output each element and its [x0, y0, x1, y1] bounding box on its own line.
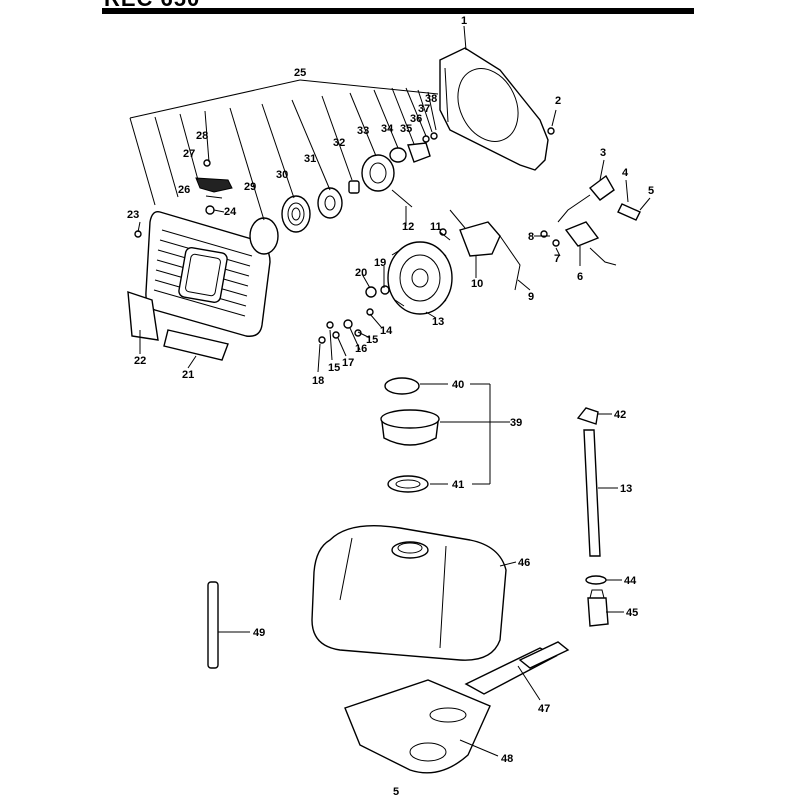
page-number: 5	[393, 786, 400, 798]
starter-cover-part	[145, 211, 271, 337]
callout-31: 31	[304, 153, 316, 165]
callout-49: 49	[253, 627, 265, 639]
leader-lines	[129, 79, 651, 757]
ignition-coil-part	[449, 209, 521, 291]
callout-3: 3	[600, 147, 606, 159]
callout-14: 14	[380, 325, 393, 337]
callout-15-a: 15	[366, 334, 378, 346]
tube-part	[207, 581, 219, 669]
callout-labels: 1 2 3 4 5 6 7 8 9 10 11 12 13 13 14 15 1…	[127, 15, 654, 765]
callout-8: 8	[528, 231, 534, 243]
callout-5: 5	[648, 185, 654, 197]
screw-parts	[134, 127, 555, 344]
callout-44: 44	[624, 575, 637, 587]
callout-20: 20	[355, 267, 367, 279]
starter-handle-part	[195, 159, 233, 215]
callout-47: 47	[538, 703, 550, 715]
tank-tray-part	[344, 679, 491, 774]
flywheel-part	[387, 241, 453, 315]
callout-22: 22	[134, 355, 146, 367]
callout-17: 17	[342, 357, 354, 369]
callout-21: 21	[182, 369, 194, 381]
decal-strip-part	[163, 329, 229, 361]
callout-2: 2	[555, 95, 561, 107]
callout-18: 18	[312, 375, 324, 387]
callout-46: 46	[518, 557, 530, 569]
callout-25: 25	[294, 67, 306, 79]
fuel-tank-part	[311, 525, 507, 661]
ratchet-parts	[389, 132, 438, 163]
callout-41: 41	[452, 479, 464, 491]
fuel-cap-parts	[380, 377, 440, 493]
label-plate-part	[127, 290, 159, 341]
callout-13-flywheel: 13	[432, 316, 444, 328]
callout-29: 29	[244, 181, 256, 193]
header-rule	[102, 8, 694, 14]
callout-24: 24	[224, 206, 237, 218]
callout-19: 19	[374, 257, 386, 269]
callout-28: 28	[196, 130, 208, 142]
callout-7: 7	[554, 253, 560, 265]
callout-48: 48	[501, 753, 513, 765]
callout-12: 12	[402, 221, 414, 233]
callout-32: 32	[333, 137, 345, 149]
fuel-line-parts	[576, 407, 609, 627]
callout-23: 23	[127, 209, 139, 221]
callout-33: 33	[357, 125, 369, 137]
callout-15-b: 15	[328, 362, 340, 374]
callout-6: 6	[577, 271, 583, 283]
callout-13-fuel-pipe: 13	[620, 483, 632, 495]
tank-strap-part	[464, 641, 570, 695]
model-title: REC 650	[104, 0, 200, 12]
callout-1: 1	[461, 15, 467, 27]
callout-39: 39	[510, 417, 522, 429]
callout-10: 10	[471, 278, 483, 290]
callout-45: 45	[626, 607, 638, 619]
callout-4: 4	[622, 167, 629, 179]
callout-38: 38	[425, 93, 437, 105]
callout-27: 27	[183, 148, 195, 160]
pulley-parts	[249, 154, 413, 255]
callout-42: 42	[614, 409, 626, 421]
callout-36: 36	[410, 113, 422, 125]
callout-16: 16	[355, 343, 367, 355]
callout-9: 9	[528, 291, 534, 303]
callout-34: 34	[381, 123, 394, 135]
callout-40: 40	[452, 379, 464, 391]
spark-plug-cap-part	[540, 174, 641, 266]
fan-housing-part	[439, 47, 549, 171]
flywheel-nut-parts	[365, 285, 390, 316]
callout-26: 26	[178, 184, 190, 196]
callout-30: 30	[276, 169, 288, 181]
callout-37: 37	[418, 103, 430, 115]
callout-35: 35	[400, 123, 412, 135]
callout-11: 11	[430, 221, 442, 233]
